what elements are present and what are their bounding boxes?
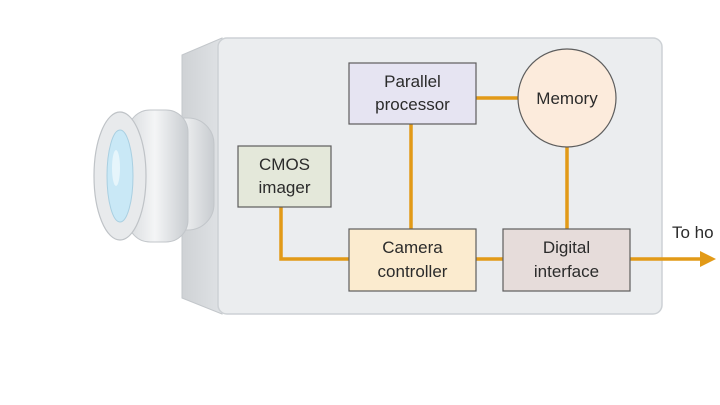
parallel-processor-label-line2: processor <box>375 95 450 114</box>
camera-controller-label-line1: Camera <box>382 238 443 257</box>
memory-block: Memory <box>517 48 617 148</box>
cmos-to-controller-line <box>279 205 351 261</box>
cmos-imager-block: CMOS imager <box>237 145 332 208</box>
output-arrowhead <box>700 251 716 267</box>
camera-controller-label-line2: controller <box>378 262 448 281</box>
digital-interface-label-line2: interface <box>534 262 599 281</box>
lens-icon <box>93 109 215 243</box>
camera-controller-block: Camera controller <box>348 228 477 292</box>
parallel-processor-block: Parallel processor <box>348 62 477 125</box>
connector-lines <box>279 96 706 261</box>
cmos-imager-label-line1: CMOS <box>259 155 310 174</box>
output-label: To ho <box>672 223 714 242</box>
digital-interface-block: Digital interface <box>502 228 631 292</box>
parallel-processor-label-line1: Parallel <box>384 72 441 91</box>
digital-interface-label-line1: Digital <box>543 238 590 257</box>
cmos-imager-label-line2: imager <box>259 178 311 197</box>
memory-label: Memory <box>536 89 598 108</box>
